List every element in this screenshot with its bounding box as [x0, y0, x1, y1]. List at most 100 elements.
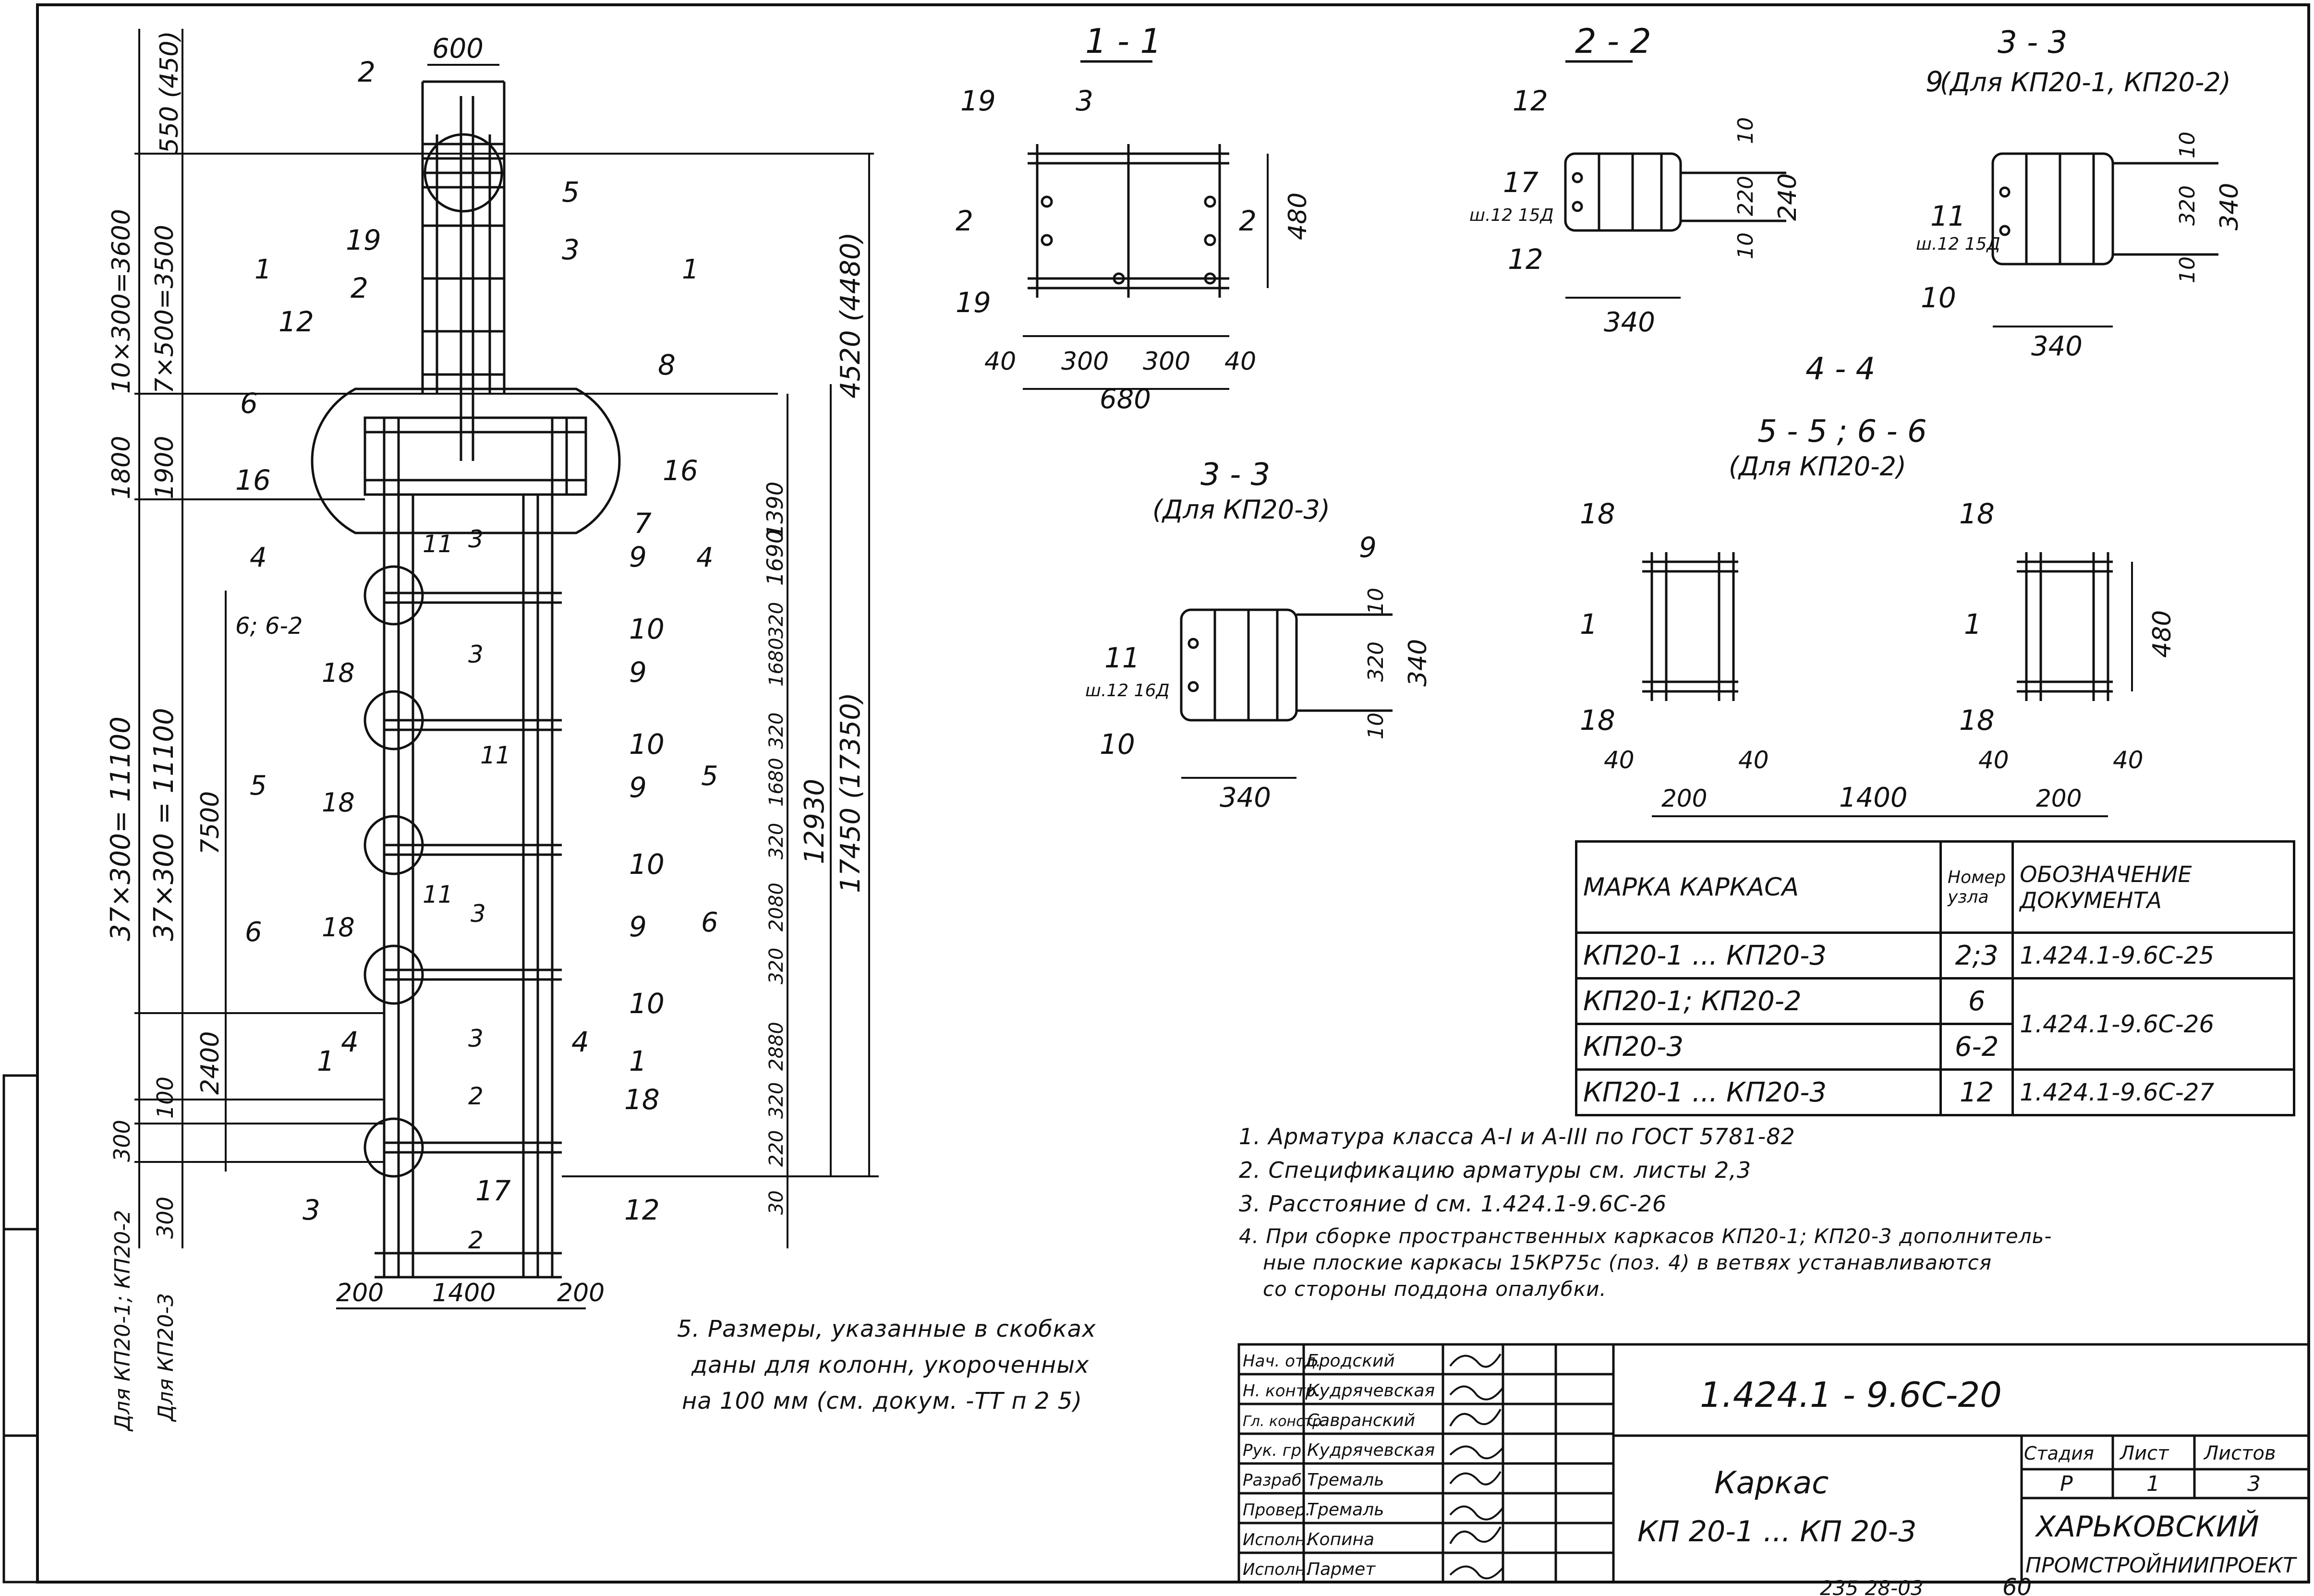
marker-5-left: 5	[250, 770, 267, 801]
callout: 19	[956, 286, 991, 319]
dim-left-2: 10×300=3600	[107, 209, 136, 394]
dim-right-14: 30	[765, 1190, 787, 1215]
callout: 18	[1959, 704, 1995, 737]
table-cell: 12	[1939, 1068, 2014, 1116]
section-title: 4 - 4	[1805, 351, 1875, 387]
dim: 300	[1143, 347, 1190, 376]
callout: 9	[629, 541, 647, 573]
section-title: 3 - 3	[1998, 25, 2067, 60]
dim-right-11: 2880	[765, 1022, 787, 1071]
callout: 2	[956, 205, 973, 237]
callout: 3	[471, 900, 486, 928]
dim: 680	[1100, 384, 1151, 415]
title-block-frame	[1237, 1343, 2310, 1584]
staff-role: Разраб.	[1243, 1471, 1307, 1490]
callout: 19	[346, 224, 381, 256]
table-cell: КП20-1; КП20-2	[1575, 977, 1942, 1025]
dim-left-8: 7500	[196, 791, 225, 855]
callout: 7	[634, 507, 652, 540]
callout: 11	[423, 881, 453, 908]
callout: 12	[279, 305, 314, 338]
callout: 2	[351, 272, 368, 304]
callout: 17	[1503, 166, 1539, 199]
callout: 3	[468, 525, 484, 553]
main-section-markers: 1 1 4 4 5 5 6 6 6; 6-2	[235, 254, 718, 948]
marker-5-right: 5	[701, 761, 718, 792]
staff-role: Н. контр.	[1243, 1381, 1321, 1401]
marker-1-left: 1	[254, 254, 272, 285]
callout: 9	[1359, 531, 1377, 564]
staff-name: Пармет	[1307, 1560, 1376, 1579]
callout: 4	[341, 1026, 359, 1058]
callout: 19	[960, 85, 996, 117]
dim-right-6: 320	[765, 713, 787, 749]
dim-left-5: 1900	[150, 436, 179, 499]
main-dimension-texts: 600 550 (450) 10×300=3600 7×500=3500 180…	[105, 31, 866, 1432]
callout: 18	[1580, 704, 1615, 737]
callout: 12	[1508, 243, 1543, 276]
section-title: 3 - 3	[1200, 457, 1270, 493]
dim: 10	[2175, 256, 2200, 283]
table-cell: 1.424.1-9.6С-25	[2011, 931, 2295, 979]
table-cell: 6-2	[1939, 1023, 2014, 1071]
table-cell: 2;3	[1939, 931, 2014, 979]
section-3-3-a: 3 - 3 (Для КП20-1, КП20-2) 9 11 ш.12 15Д…	[1916, 25, 2244, 362]
section-subtitle: (Для КП20-2)	[1729, 451, 1906, 482]
dim: 480	[1284, 193, 1312, 240]
callout: 2	[468, 1082, 484, 1110]
dim-right-12: 320	[765, 1082, 787, 1119]
section-subtitle: (Для КП20-3)	[1152, 495, 1330, 525]
callout: 10	[1100, 728, 1135, 761]
note-5-line-2: даны для колонн, укороченных	[691, 1352, 1090, 1378]
dim: 40	[1224, 347, 1256, 376]
note-1: 1. Арматура класса А-I и А-III по ГОСТ 5…	[1239, 1124, 1795, 1149]
sheet-frame	[36, 3, 2310, 1584]
dim-right-10: 320	[765, 948, 787, 984]
dim-left-10: 100	[152, 1076, 178, 1119]
callout: 9	[629, 656, 647, 689]
dim-left-11: 300	[109, 1120, 135, 1162]
org-line-2: ПРОМСТРОЙНИИПРОЕКТ	[2025, 1552, 2297, 1578]
dim-left-12: 300	[152, 1197, 178, 1239]
dim: 10	[1364, 588, 1388, 615]
table-header: ОБОЗНАЧЕНИЕ ДОКУМЕНТА	[2011, 840, 2295, 934]
section-2-2: 2 - 2 12 17 ш.12 15Д 12 10 220 10 240 34…	[1469, 22, 1802, 338]
callout: 3	[468, 641, 484, 668]
dim: 40	[1738, 746, 1769, 774]
dim: 200	[2036, 785, 2082, 812]
side-label-kp20-12: Для КП20-1; КП20-2	[110, 1210, 135, 1432]
marker-1-right: 1	[682, 254, 699, 285]
callout: 9	[629, 771, 647, 804]
section-title: 2 - 2	[1575, 22, 1651, 61]
dim: 320	[2175, 185, 2200, 226]
staff-name: Кудрячевская	[1307, 1381, 1435, 1401]
dim: 240	[1773, 173, 1802, 221]
side-label-kp20-3: Для КП20-3	[154, 1293, 178, 1422]
archive-number: 235 28-03	[1820, 1576, 1924, 1596]
callout: 11	[1930, 200, 1966, 232]
dim: 340	[1220, 782, 1271, 813]
dim: 220	[1733, 176, 1758, 216]
callout: 8	[658, 349, 676, 381]
dim: 40	[2113, 746, 2144, 774]
table-cell: КП20-3	[1575, 1023, 1942, 1071]
callout: 9	[1926, 65, 1943, 98]
dim: 1400	[1839, 782, 1908, 813]
callout: 3	[468, 1025, 484, 1052]
sheets-label: Листов	[2203, 1442, 2276, 1464]
callout: 17	[475, 1174, 511, 1207]
section-3-3-b: 3 - 3 (Для КП20-3) 9 11 ш.12 16Д 10 10 3…	[1085, 457, 1432, 813]
staff-role: Провер.	[1243, 1500, 1310, 1520]
callout: 2	[1239, 205, 1257, 237]
section-subtitle: (Для КП20-1, КП20-2)	[1940, 67, 2231, 97]
dim-right-13: 220	[765, 1130, 787, 1167]
section-4-4: 4 - 4 5 - 5 ; 6 - 6 (Для КП20-2) 18 1 18	[1580, 351, 2177, 817]
dim: 340	[2031, 331, 2083, 362]
note-2: 2. Спецификацию арматуры см. листы 2,3	[1239, 1157, 1752, 1183]
callout: 1	[629, 1045, 647, 1077]
dim: 10	[1733, 117, 1758, 144]
callout: 4	[571, 1026, 589, 1058]
callout-note: ш.12 15Д	[1916, 234, 2000, 254]
note-5-line-3: на 100 мм (см. докум. -ТТ п 2 5)	[682, 1388, 1083, 1415]
